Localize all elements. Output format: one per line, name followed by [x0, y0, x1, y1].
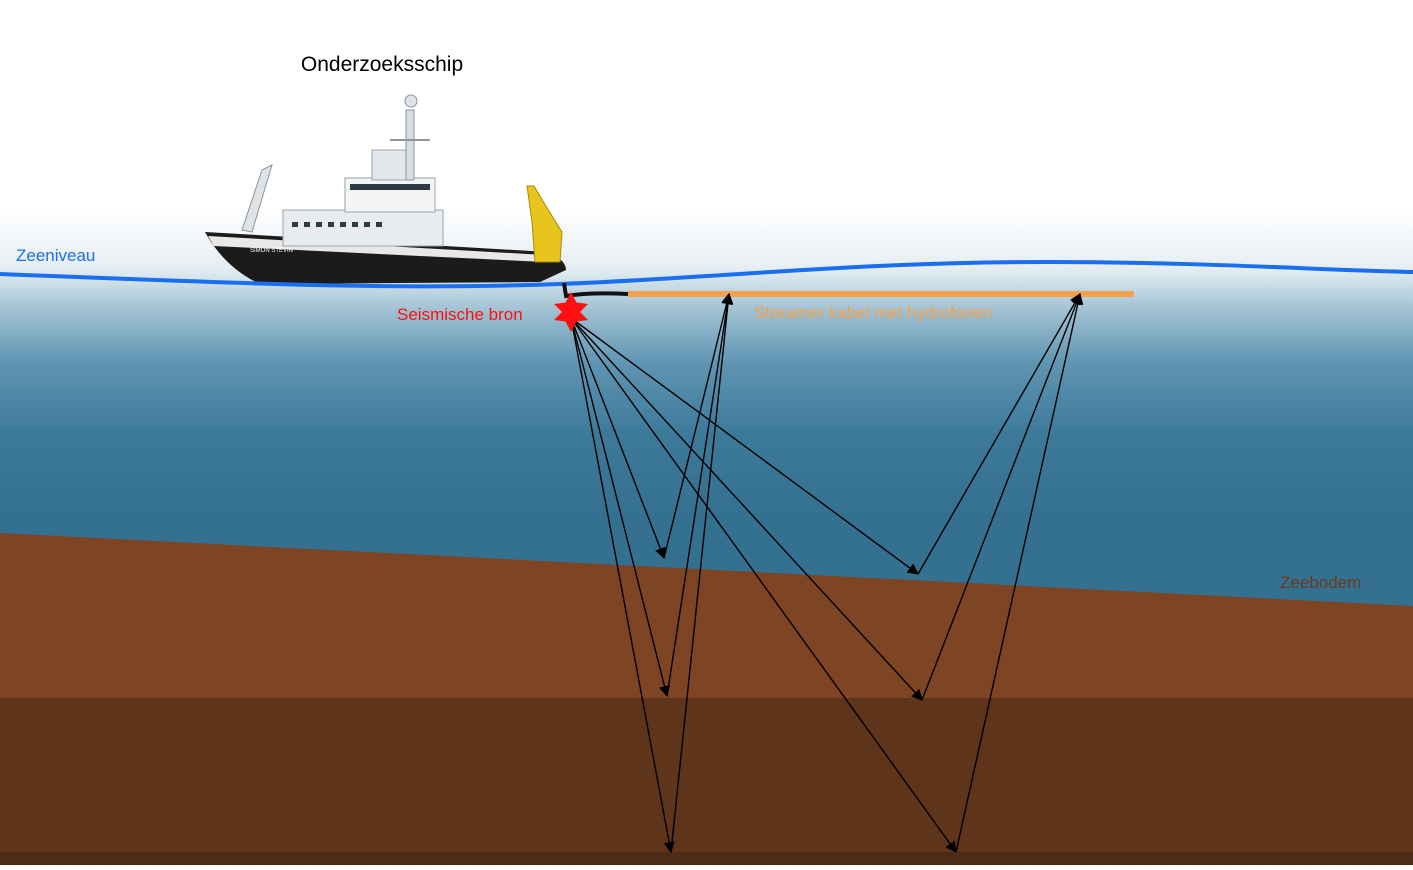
ship-title-label: Onderzoeksschip: [301, 53, 463, 76]
ray-up-5: [670, 292, 734, 853]
ray-up-6: [955, 292, 1084, 853]
research-ship: SIMON STEVIN: [205, 94, 566, 284]
seismic-rays: [570, 292, 1084, 854]
ray-down-3: [570, 317, 670, 698]
ray-down-5: [570, 317, 675, 854]
ship-a-frame: [526, 185, 563, 263]
ray-up-1: [663, 292, 733, 559]
sediment-layer-2: [0, 698, 1413, 865]
seismic-source-label: Seismische bron: [397, 305, 523, 324]
ray-down-4: [570, 317, 923, 701]
sea-level-line: [0, 259, 1413, 289]
ship-radar-dome: [404, 94, 418, 108]
seismic-source-star: [554, 292, 588, 332]
ray-down-2: [570, 317, 919, 575]
ship-bridge-windows: [350, 184, 430, 190]
ship-deckhouse: [282, 209, 444, 247]
ship-windows: [292, 222, 382, 227]
tow-cable: [562, 282, 629, 299]
streamer-label: Streamer kabel met hydrofonen: [754, 303, 992, 322]
sea-level-label: Zeeniveau: [16, 246, 95, 265]
ship-bridge: [344, 177, 436, 213]
ship-bow-crane: [241, 164, 273, 233]
ship-upper-deck: [371, 149, 413, 181]
ray-down-6: [570, 317, 957, 853]
seabed-label: Zeebodem: [1280, 573, 1361, 592]
ray-up-2: [917, 293, 1081, 575]
ray-up-4: [921, 292, 1082, 701]
sediment-layer-3: [0, 852, 1413, 865]
ship-hull-name: SIMON STEVIN: [250, 248, 293, 254]
ship-mast: [405, 109, 415, 181]
ray-down-1: [570, 317, 666, 560]
